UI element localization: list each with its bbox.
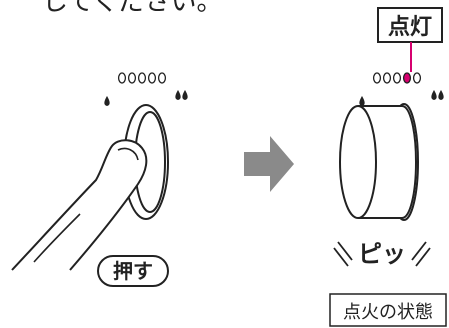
right-drop-icon xyxy=(438,90,444,100)
push-badge xyxy=(97,255,169,287)
beep-sound-marks xyxy=(333,241,431,267)
indicator-lamp xyxy=(157,72,167,84)
status-label: 点火の状態 xyxy=(343,302,433,323)
indicator-lamps-after xyxy=(372,72,422,84)
right-drop-icon xyxy=(175,90,181,100)
fingernail xyxy=(117,147,139,161)
indicator-lamp xyxy=(392,72,402,84)
instruction-text: してください。 xyxy=(42,0,222,17)
indicator-lamp xyxy=(382,72,392,84)
status-caption-box xyxy=(329,293,447,327)
push-label: 押す xyxy=(113,259,153,283)
indicator-lamp xyxy=(117,72,127,84)
indicator-lamps-before xyxy=(117,72,167,84)
finger-crease xyxy=(33,213,81,263)
indicator-lamp xyxy=(137,72,147,84)
indicator-lamp xyxy=(412,72,422,84)
beep-label: ピッ xyxy=(358,240,406,268)
ignition-knob-released xyxy=(339,103,419,221)
indicator-lamp xyxy=(147,72,157,84)
pressing-finger xyxy=(11,139,148,271)
left-drop-icon xyxy=(359,96,365,106)
left-drop-icon xyxy=(104,96,110,106)
next-step-arrow xyxy=(244,136,294,192)
lit-label: 点灯 xyxy=(388,14,432,40)
after-panel: 点灯 ピッ 点火の状態 xyxy=(329,7,447,327)
before-panel: 押す xyxy=(11,72,188,287)
indicator-lamp-lit xyxy=(402,72,412,84)
lit-label-box xyxy=(377,7,443,43)
indicator-lamp xyxy=(372,72,382,84)
indicator-lamp xyxy=(127,72,137,84)
right-drop-icon xyxy=(431,90,437,100)
right-drop-icon xyxy=(182,90,188,100)
